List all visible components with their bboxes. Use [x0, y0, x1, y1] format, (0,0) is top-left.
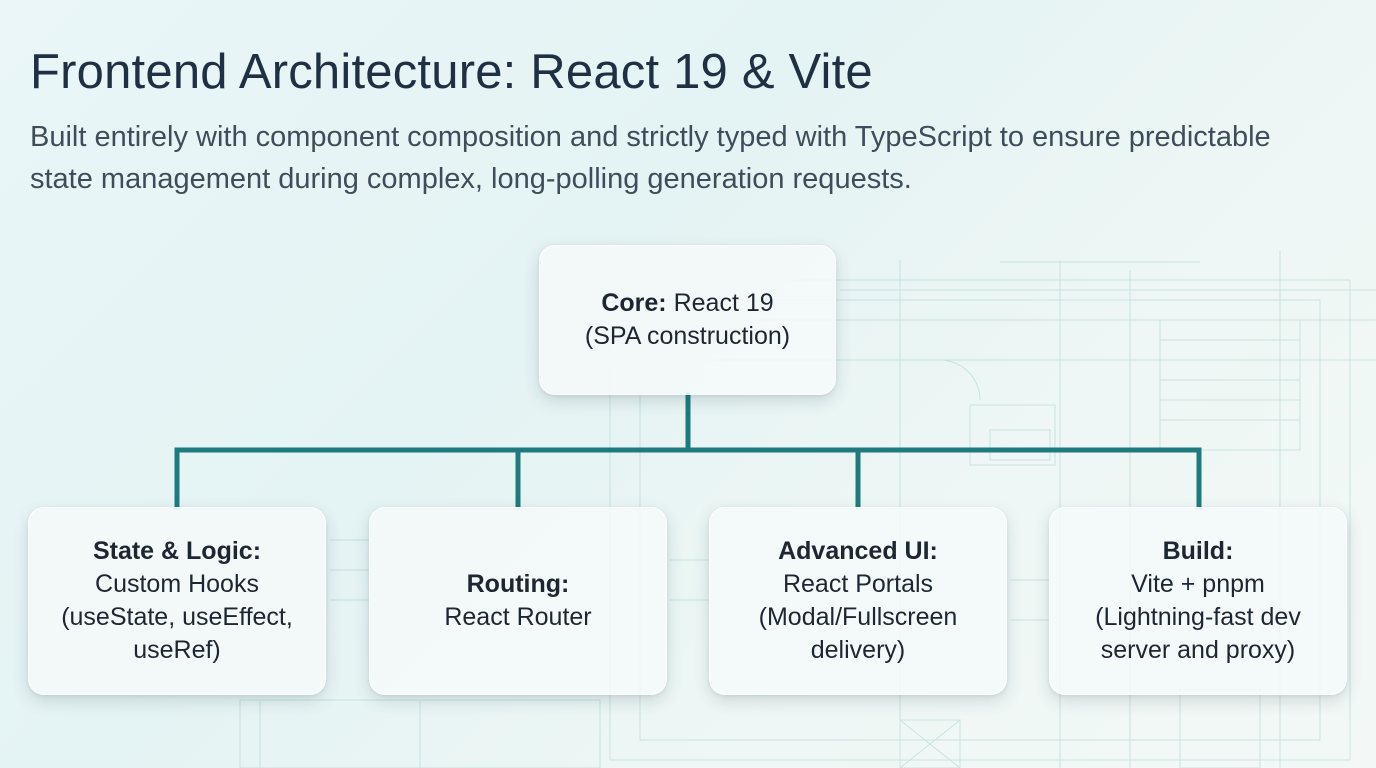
routing-node-label: Routing:: [466, 570, 570, 598]
routing-node-description: React Router: [444, 603, 592, 631]
routing-node-card: Routing: React Router: [369, 507, 667, 695]
state-logic-node-label: State & Logic:: [92, 537, 262, 565]
core-node-label: Core:: [601, 289, 667, 317]
build-node-label: Build:: [1162, 537, 1234, 565]
page-subtitle: Built entirely with component compositio…: [30, 121, 1271, 195]
state-logic-node-description: Custom Hooks (useState, useEffect, useRe…: [61, 570, 293, 664]
state-logic-node-card: State & Logic: Custom Hooks (useState, u…: [28, 507, 326, 695]
core-node-heading: Core: React 19: [601, 287, 773, 320]
core-node-value: React 19: [673, 289, 774, 317]
page-title: Frontend Architecture: React 19 & Vite: [30, 45, 873, 99]
core-node-detail: (SPA construction): [584, 322, 791, 350]
advanced-ui-node-description: React Portals (Modal/Fullscreen delivery…: [758, 570, 958, 664]
build-node-card: Build: Vite + pnpm (Lightning-fast dev s…: [1049, 507, 1347, 695]
core-node-card: Core: React 19 (SPA construction): [539, 245, 836, 395]
advanced-ui-node-label: Advanced UI:: [778, 537, 938, 565]
advanced-ui-node-card: Advanced UI: React Portals (Modal/Fullsc…: [709, 507, 1007, 695]
build-node-description: Vite + pnpm (Lightning-fast dev server a…: [1095, 570, 1301, 664]
